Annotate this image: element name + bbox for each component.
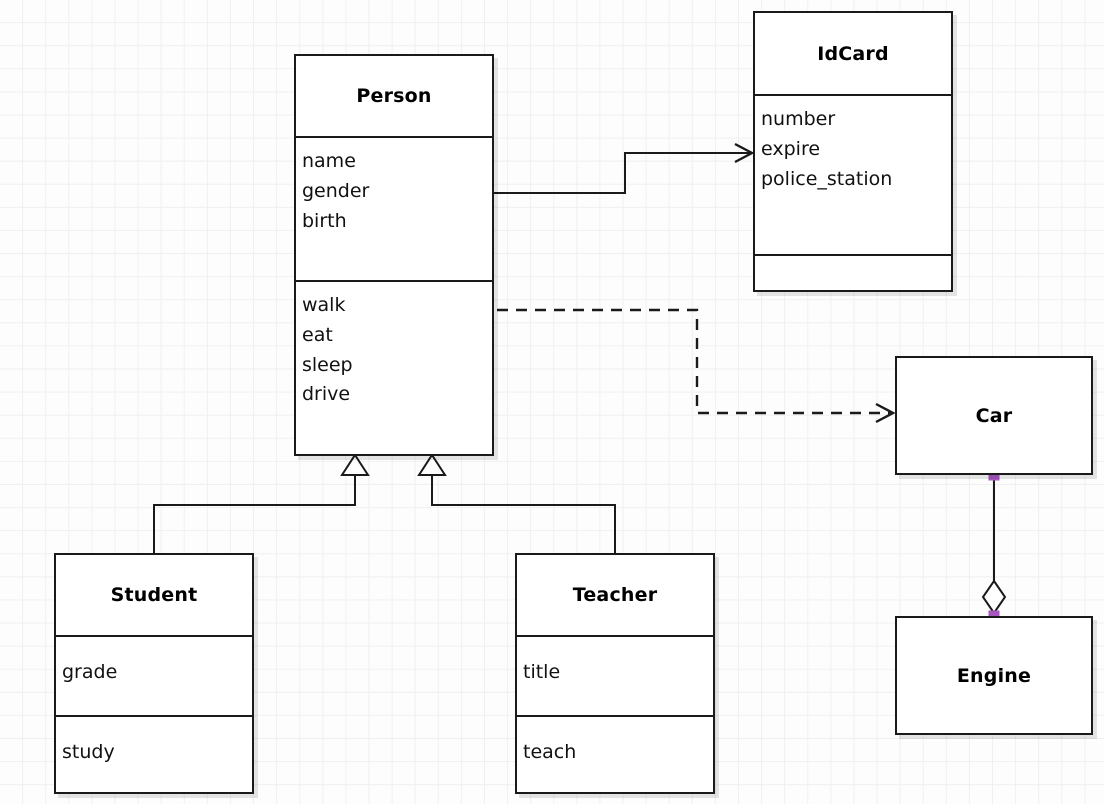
class-name-compartment: Teacher (517, 555, 713, 635)
operation-item: sleep (302, 353, 353, 376)
class-name-engine: Engine (956, 664, 1032, 687)
connector-handle-source[interactable] (988, 469, 1000, 481)
class-operations-compartment: walk eat sleep drive (296, 280, 492, 454)
class-attributes-compartment: number expire police_station (755, 94, 951, 254)
edge-teacher-person[interactable] (417, 453, 616, 553)
class-box-engine[interactable]: Engine (895, 616, 1093, 735)
attribute-item: expire (761, 137, 821, 160)
edge-car-engine[interactable] (981, 475, 1007, 615)
operation-item: eat (302, 323, 333, 346)
class-name-idcard: IdCard (817, 42, 889, 65)
class-box-teacher[interactable]: Teacher title teach (515, 553, 715, 794)
class-operations-compartment: teach (517, 715, 713, 792)
operation-item: study (62, 741, 115, 763)
class-box-person[interactable]: Person name gender birth walk eat sleep … (294, 54, 494, 456)
attribute-item: grade (62, 661, 118, 683)
attribute-item: title (523, 661, 561, 683)
operation-item: walk (302, 294, 346, 316)
class-box-car[interactable]: Car (895, 356, 1093, 475)
attribute-item: name (302, 150, 356, 172)
attribute-item: police_station (761, 167, 893, 190)
class-box-idcard[interactable]: IdCard number expire police_station (753, 11, 953, 292)
edge-person-car[interactable] (497, 308, 896, 424)
attribute-item: gender (302, 179, 370, 202)
class-name-compartment: Person (296, 56, 492, 136)
class-box-student[interactable]: Student grade study (54, 553, 254, 794)
class-name-student: Student (110, 584, 198, 606)
operation-item: teach (523, 741, 577, 763)
attribute-item: birth (302, 209, 347, 232)
attribute-item: number (761, 108, 836, 130)
class-name-teacher: Teacher (572, 584, 658, 606)
class-name-compartment: IdCard (755, 13, 951, 94)
class-name-person: Person (356, 85, 432, 107)
class-attributes-compartment: title (517, 635, 713, 715)
class-name-car: Car (975, 404, 1013, 427)
class-name-compartment: Car (897, 358, 1091, 473)
class-attributes-compartment: name gender birth (296, 136, 492, 280)
edge-student-person[interactable] (153, 453, 370, 553)
class-operations-compartment: study (56, 715, 252, 792)
class-name-compartment: Engine (897, 618, 1091, 733)
operation-item: drive (302, 383, 351, 406)
edge-person-idcard[interactable] (494, 142, 755, 194)
class-operations-compartment (755, 254, 951, 290)
class-attributes-compartment: grade (56, 635, 252, 715)
class-name-compartment: Student (56, 555, 252, 635)
